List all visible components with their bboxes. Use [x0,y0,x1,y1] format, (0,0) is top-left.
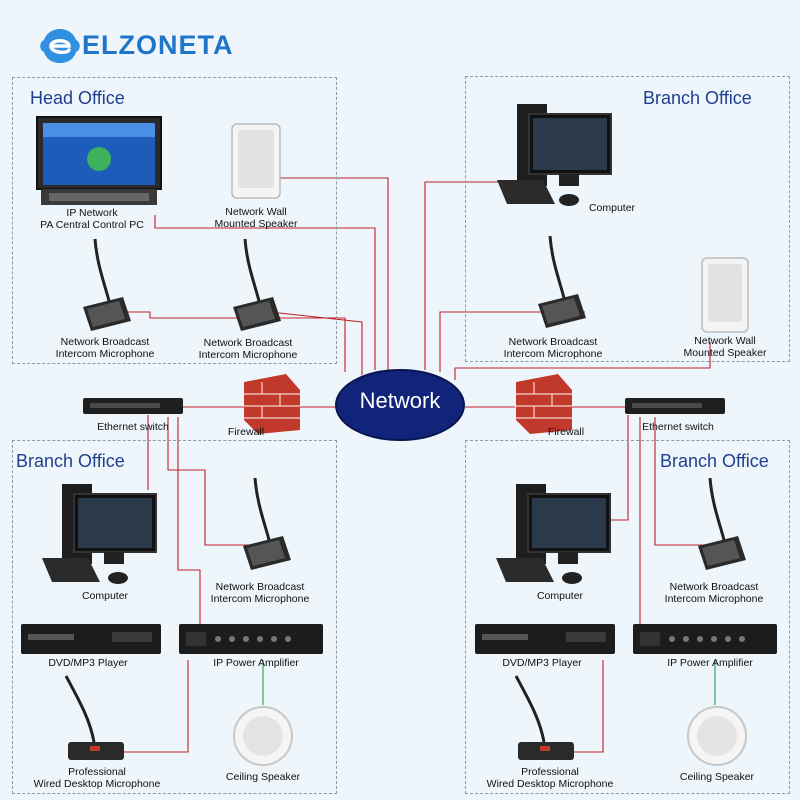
wire-head-speaker [280,177,389,370]
intercom-mic-icon [83,238,131,331]
bl-computer-label: Computer [81,590,129,602]
ceiling-speaker-icon [233,706,293,766]
network-cloud [335,369,465,441]
wire-tr-computer [424,181,513,370]
wall-speaker-icon [701,257,749,333]
brand-name: ELZONETA [82,30,234,60]
intercom-mic-icon [538,235,586,328]
network-label: Network [359,388,441,413]
ip-amplifier-icon [633,624,777,654]
firewall-left-label: Firewall [227,426,265,438]
bl-ceiling-label: Ceiling Speaker [225,771,301,783]
branch-office-br-box [465,440,790,794]
ip-amplifier-icon [179,624,323,654]
br-computer-label: Computer [536,590,584,602]
ethernet-switch-icon [83,398,183,414]
firewall-right-label: Firewall [547,426,585,438]
dvd-player-icon [475,624,615,654]
desktop-mic-icon [514,675,574,760]
computer-icon [496,484,611,584]
computer-icon [497,104,612,206]
intercom-mic-icon [233,238,281,331]
elzoneta-logo-icon [40,29,80,63]
branch-office-tr-title: Branch Office [643,88,752,108]
tr-computer-label: Computer [588,202,636,214]
intercom-mic-icon [243,477,291,570]
wire-head-mic1 [125,311,346,372]
wire-br-deskmic [570,660,604,753]
switch-right-label: Ethernet switch [642,421,714,433]
intercom-mic-icon [698,477,746,570]
switch-left-label: Ethernet switch [97,421,169,433]
bl-amp-label: IP Power Amplifier [213,657,299,669]
head-office-box [12,77,337,364]
wall-speaker-icon [231,123,281,199]
ceiling-speaker-icon [687,706,747,766]
br-ceiling-label: Ceiling Speaker [679,771,755,783]
wire-head-pc [154,215,376,370]
ethernet-switch-icon [625,398,725,414]
computer-icon [42,484,157,584]
dvd-player-icon [21,624,161,654]
wire-tr-speaker [454,342,711,380]
branch-office-bl-box [12,440,337,794]
desktop-mic-icon [64,675,124,760]
firewall-icon [516,374,572,434]
firewall-icon [244,374,300,434]
wire-bl-mic [167,417,250,546]
br-dvd-label: DVD/MP3 Player [502,657,582,669]
branch-office-tr-box [465,76,790,362]
head-office-title: Head Office [30,88,125,108]
wire-head-mic2 [269,311,363,375]
br-amp-label: IP Power Amplifier [667,657,753,669]
branch-office-bl-title: Branch Office [16,451,125,471]
wire-tr-mic [439,311,585,372]
bl-dvd-label: DVD/MP3 Player [48,657,128,669]
pa-control-pc-icon [36,116,162,205]
branch-office-br-title: Branch Office [660,451,769,471]
wire-bl-deskmic [120,660,189,753]
wire-br-mic [654,417,710,546]
wire-bl-amp [177,417,201,625]
